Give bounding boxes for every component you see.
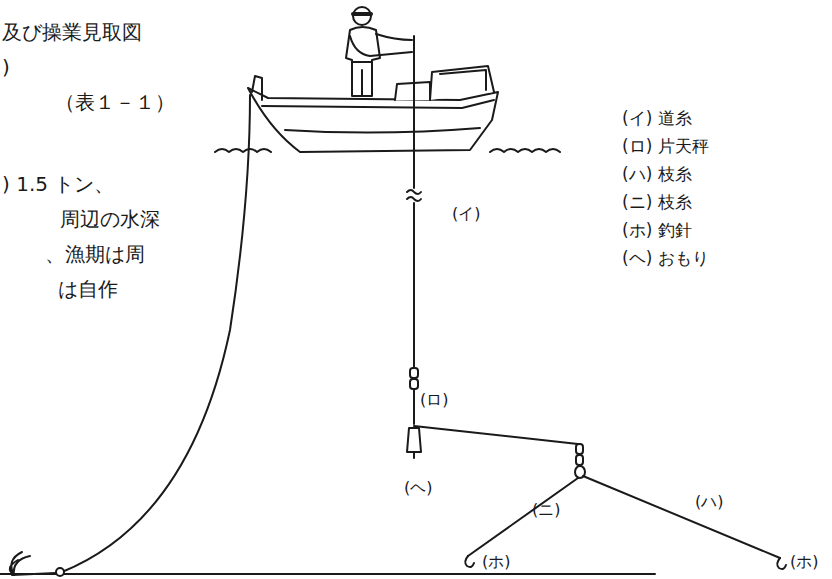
branch-line [468,478,578,556]
swivel [410,368,418,378]
body-text: は自作 [58,277,118,301]
anchor-rope [62,95,250,572]
body-text: ) 1.5 トン、 [2,172,114,196]
main-line [413,203,415,368]
callout-label: (ロ) [420,390,448,409]
callout-label: (ホ) [482,552,510,571]
line-break-mark [407,190,421,194]
callout-label: (ニ) [532,500,560,519]
anchor-fluke [14,556,30,575]
key-entry: (ヘ) おもり [622,248,709,268]
callout-label: (イ) [452,204,480,223]
sinker [407,428,421,452]
boat-box [395,82,430,100]
person-headband [353,12,371,16]
callout-label: (ホ) [790,552,818,571]
main-line [413,389,415,424]
main-line [413,36,415,188]
boat-gunwale [262,100,494,108]
fish-hook [777,558,786,569]
callout-label: (ハ) [695,492,723,511]
key-entry: (イ) 道糸 [622,108,692,128]
body-text: 、漁期は周 [45,242,145,266]
fish-hook [465,556,474,567]
person-belt [352,61,372,63]
key-entry: (ハ) 枝糸 [622,164,692,184]
key-entry: (ニ) 枝糸 [622,192,692,212]
heading-text: 及び操業見取図 [2,20,142,44]
key-entry: (ホ) 釣針 [622,220,692,240]
heading-text: ) [2,55,10,79]
swivel [576,455,583,465]
key-entry: (ロ) 片天秤 [622,136,709,156]
anchor-shank [12,573,56,575]
person-legs [361,70,363,96]
tenbin-arm [414,426,578,444]
anchor-ring [56,568,64,576]
wave [490,149,560,152]
boat-cabin [440,70,486,90]
boat-hull [248,88,498,152]
boat-bow [252,76,262,100]
person-head [353,7,371,25]
swivel [576,444,583,454]
sinker-tip [413,452,415,458]
boat-keel-line [285,128,480,133]
branch-line [583,476,780,558]
person-arm [350,36,412,56]
body-text: 周辺の水深 [60,207,160,231]
sea-bottom [0,573,655,575]
line-break-mark [407,197,421,201]
person-arm [376,34,412,40]
boat-cabin [430,66,494,100]
wave [215,149,271,152]
callout-label: (ヘ) [404,478,432,497]
heading-text: （表１－１） [55,90,175,114]
swivel [410,379,418,389]
